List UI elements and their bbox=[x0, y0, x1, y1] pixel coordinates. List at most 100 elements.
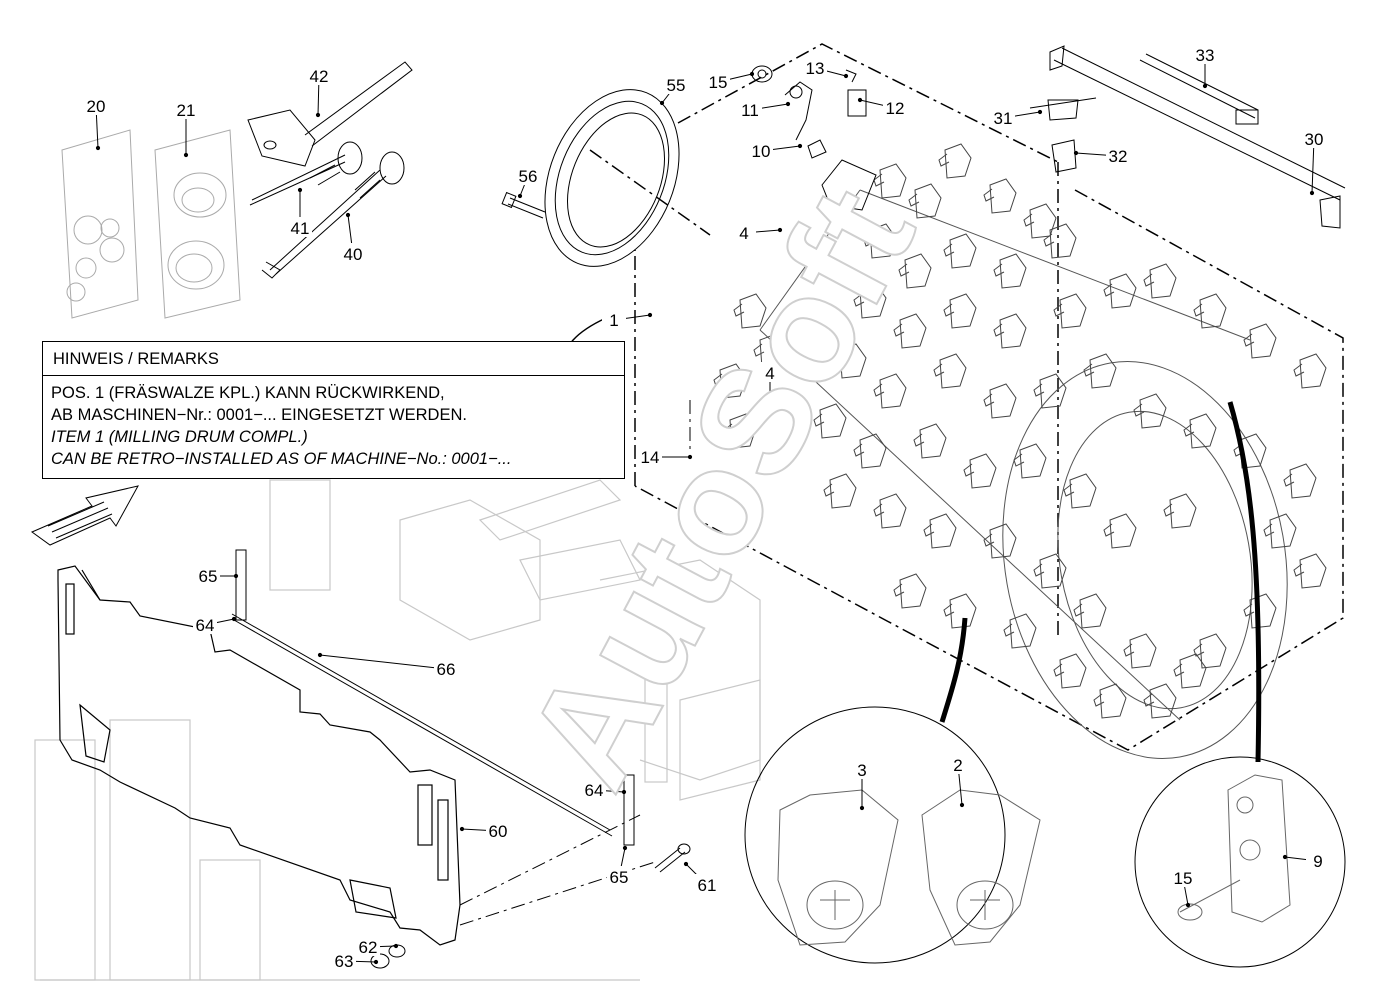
pick-55 bbox=[1243, 593, 1277, 629]
part-label-41: 41 bbox=[291, 219, 310, 238]
pick-47 bbox=[1173, 653, 1207, 689]
pick-54 bbox=[1193, 633, 1227, 669]
part-label-62: 62 bbox=[359, 938, 378, 957]
leader-dot-62 bbox=[393, 943, 399, 949]
pick-11 bbox=[853, 283, 887, 319]
leader-dot-3 bbox=[859, 805, 865, 811]
label-bg-12 bbox=[883, 97, 907, 117]
part-label-20: 20 bbox=[87, 97, 106, 116]
part-label-11: 11 bbox=[741, 101, 759, 120]
label-bg-4 bbox=[758, 362, 782, 382]
leader-dot-13 bbox=[843, 73, 849, 79]
remarks-title: HINWEIS / REMARKS bbox=[43, 342, 624, 376]
pick-45 bbox=[1073, 593, 1107, 629]
part-label-4: 4 bbox=[739, 224, 748, 243]
remarks-box: HINWEIS / REMARKS POS. 1 (FRÄSWALZE KPL.… bbox=[42, 341, 625, 479]
pick-25 bbox=[1033, 373, 1067, 409]
leader-dot-11 bbox=[785, 101, 791, 107]
pick-31 bbox=[813, 403, 847, 439]
pick-33 bbox=[913, 423, 947, 459]
milling-drum-outline bbox=[589, 43, 1344, 751]
pick-2 bbox=[908, 183, 942, 219]
pick-30 bbox=[1283, 463, 1317, 499]
label-bg-14 bbox=[638, 446, 662, 466]
pick-42 bbox=[923, 513, 957, 549]
hollow-arrow bbox=[30, 485, 139, 546]
pick-46 bbox=[1123, 633, 1157, 669]
label-bg-10 bbox=[749, 140, 773, 160]
pick-53 bbox=[1143, 683, 1177, 719]
remarks-line-4: CAN BE RETRO−INSTALLED AS OF MACHINE−No.… bbox=[51, 450, 512, 468]
pick-35 bbox=[1013, 443, 1047, 479]
pick-1 bbox=[873, 163, 907, 199]
leader-dot-60 bbox=[459, 826, 465, 832]
pick-51 bbox=[1053, 653, 1087, 689]
pick-56 bbox=[1293, 553, 1327, 589]
detail-circle-left bbox=[744, 706, 1041, 964]
bracket-65-bottom bbox=[623, 774, 635, 846]
leader-dot-15 bbox=[749, 71, 755, 77]
leader-dot-20 bbox=[95, 145, 101, 151]
pick-3 bbox=[938, 143, 972, 179]
part-label-3: 3 bbox=[857, 761, 866, 780]
part-label-1: 1 bbox=[609, 311, 618, 330]
label-bg-2 bbox=[946, 754, 970, 774]
pick-39 bbox=[1263, 513, 1297, 549]
screw-61 bbox=[654, 843, 691, 873]
pick-44 bbox=[1033, 553, 1067, 589]
leader-dot-9 bbox=[1282, 854, 1288, 860]
pick-8 bbox=[943, 233, 977, 269]
bolt-56 bbox=[501, 191, 546, 219]
leader-dot-64 bbox=[231, 616, 237, 622]
pick-43 bbox=[983, 523, 1017, 559]
label-bg-15 bbox=[1171, 867, 1195, 887]
part-label-60: 60 bbox=[489, 822, 508, 841]
part-label-65: 65 bbox=[610, 868, 629, 887]
leader-dot-55 bbox=[659, 100, 665, 106]
label-bg-13 bbox=[803, 57, 827, 77]
pick-50 bbox=[1003, 613, 1037, 649]
label-bg-15 bbox=[706, 71, 730, 91]
pick-27 bbox=[1133, 393, 1167, 429]
pick-49 bbox=[943, 593, 977, 629]
part-label-12: 12 bbox=[886, 99, 905, 118]
remarks-line-2: AB MASCHINEN−Nr.: 0001−... EINGESETZT WE… bbox=[51, 406, 467, 424]
label-bg-60 bbox=[486, 820, 510, 840]
leader-dot-42 bbox=[315, 112, 321, 118]
pick-38 bbox=[1163, 493, 1197, 529]
label-bg-20 bbox=[84, 95, 108, 115]
part-label-15: 15 bbox=[1174, 869, 1193, 888]
leader-dot-21 bbox=[183, 152, 189, 158]
leader-dot-32 bbox=[1073, 150, 1079, 156]
label-bg-21 bbox=[174, 99, 198, 119]
leader-dot-66 bbox=[317, 652, 323, 658]
leader-dot-63 bbox=[373, 959, 379, 965]
pick-6 bbox=[863, 223, 897, 259]
detail-callout-lines bbox=[939, 401, 1262, 763]
pick-22 bbox=[873, 373, 907, 409]
milling-drum bbox=[759, 189, 1288, 759]
part-label-14: 14 bbox=[641, 448, 660, 467]
part-label-66: 66 bbox=[437, 660, 456, 679]
part-label-4: 4 bbox=[765, 364, 774, 383]
leader-dot-12 bbox=[857, 97, 863, 103]
pick-28 bbox=[1183, 413, 1217, 449]
label-bg-9 bbox=[1306, 850, 1330, 870]
label-bg-64 bbox=[193, 614, 217, 634]
kit-bag-21 bbox=[154, 129, 241, 319]
pick-34 bbox=[963, 453, 997, 489]
plate-60 bbox=[57, 565, 461, 946]
leader-dot-1 bbox=[647, 312, 653, 318]
pick-14 bbox=[993, 313, 1027, 349]
part-label-15: 15 bbox=[709, 73, 728, 92]
tool-41 bbox=[249, 141, 363, 206]
part-label-32: 32 bbox=[1109, 147, 1128, 166]
pick-32 bbox=[853, 433, 887, 469]
pick-20 bbox=[1293, 353, 1327, 389]
remarks-line-3: ITEM 1 (MILLING DRUM COMPL.) bbox=[51, 428, 308, 446]
pick-7 bbox=[898, 253, 932, 289]
strip-66 bbox=[231, 613, 613, 837]
pick-60 bbox=[723, 413, 757, 449]
label-bg-33 bbox=[1193, 44, 1217, 64]
pick-19 bbox=[1243, 323, 1277, 359]
